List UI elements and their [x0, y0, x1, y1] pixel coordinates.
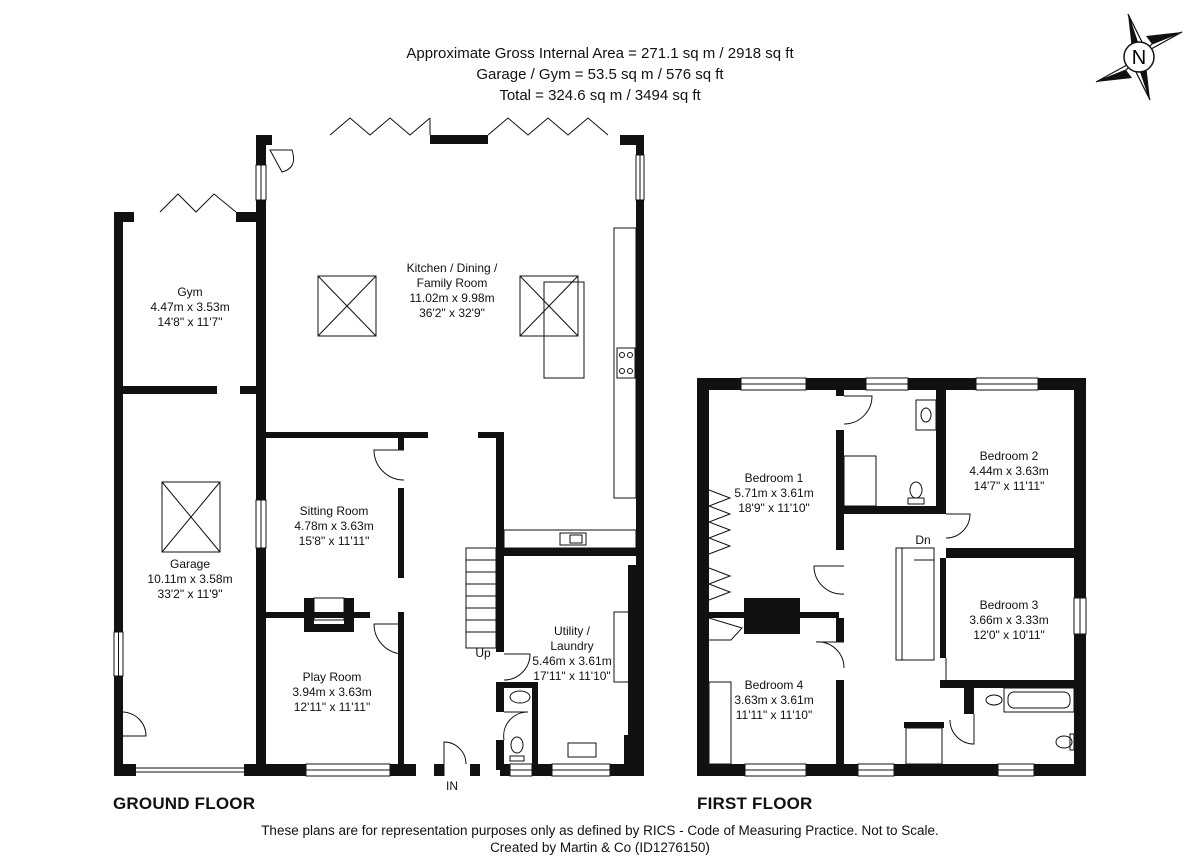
utility-label-1: Utility / — [554, 624, 591, 638]
bedroom-1-metric: 5.71m x 3.61m — [734, 486, 813, 500]
ground-floor-labels: Kitchen / Dining / Family Room 11.02m x … — [147, 261, 611, 793]
utility-metric: 5.46m x 3.61m — [532, 654, 611, 668]
bedroom-4-metric: 3.63m x 3.61m — [734, 693, 813, 707]
compass-icon — [1095, 13, 1183, 101]
sitting-room-label: Sitting Room — [300, 504, 369, 518]
bedroom-4-label: Bedroom 4 — [745, 678, 804, 692]
bedroom-3-label: Bedroom 3 — [980, 598, 1039, 612]
disclaimer: These plans are for representation purpo… — [261, 823, 939, 838]
first-floor-walls — [697, 378, 1086, 776]
stairs-down-label: Dn — [915, 533, 930, 547]
play-room-imperial: 12'11" x 11'11" — [294, 700, 371, 714]
kitchen-label-1: Kitchen / Dining / — [407, 261, 498, 275]
utility-imperial: 17'11" x 11'10" — [533, 669, 610, 683]
bedroom-4-imperial: 11'11" x 11'10" — [736, 708, 813, 722]
ground-floor-title: GROUND FLOOR — [113, 794, 256, 813]
gross-internal-area: Approximate Gross Internal Area = 271.1 … — [406, 45, 794, 62]
kitchen-imperial: 36'2" x 32'9" — [419, 306, 485, 320]
sitting-room-metric: 4.78m x 3.63m — [294, 519, 373, 533]
ground-floor-walls — [114, 135, 644, 776]
total-area: Total = 324.6 sq m / 3494 sq ft — [499, 87, 701, 104]
bedroom-2-metric: 4.44m x 3.63m — [969, 464, 1048, 478]
play-room-metric: 3.94m x 3.63m — [292, 685, 371, 699]
first-floor-title: FIRST FLOOR — [697, 794, 813, 813]
sitting-room-imperial: 15'8" x 11'11" — [299, 534, 370, 548]
garage-label: Garage — [170, 557, 210, 571]
compass-label: N — [1132, 47, 1146, 69]
bedroom-2-label: Bedroom 2 — [980, 449, 1039, 463]
entrance-label: IN — [446, 779, 458, 793]
kitchen-metric: 11.02m x 9.98m — [409, 291, 494, 305]
stairs-up-label: Up — [475, 646, 491, 660]
bedroom-3-imperial: 12'0" x 10'11" — [973, 628, 1045, 642]
utility-label-2: Laundry — [550, 639, 593, 653]
garage-gym-area: Garage / Gym = 53.5 sq m / 576 sq ft — [476, 66, 724, 83]
bedroom-3-metric: 3.66m x 3.33m — [969, 613, 1048, 627]
gym-label: Gym — [177, 285, 202, 299]
garage-metric: 10.11m x 3.58m — [147, 572, 232, 586]
bedroom-1-imperial: 18'9" x 11'10" — [738, 501, 810, 515]
credit: Created by Martin & Co (ID1276150) — [490, 840, 710, 855]
gym-imperial: 14'8" x 11'7" — [158, 315, 223, 329]
first-floor-details — [707, 377, 1087, 777]
kitchen-label-2: Family Room — [417, 276, 488, 290]
bedroom-1-label: Bedroom 1 — [745, 471, 804, 485]
bedroom-2-imperial: 14'7" x 11'11" — [974, 479, 1045, 493]
ground-floor-details — [113, 117, 645, 777]
first-floor-labels: Bedroom 1 5.71m x 3.61m 18'9" x 11'10" B… — [734, 449, 1048, 722]
gym-metric: 4.47m x 3.53m — [150, 300, 229, 314]
play-room-label: Play Room — [303, 670, 362, 684]
garage-imperial: 33'2" x 11'9" — [158, 587, 223, 601]
